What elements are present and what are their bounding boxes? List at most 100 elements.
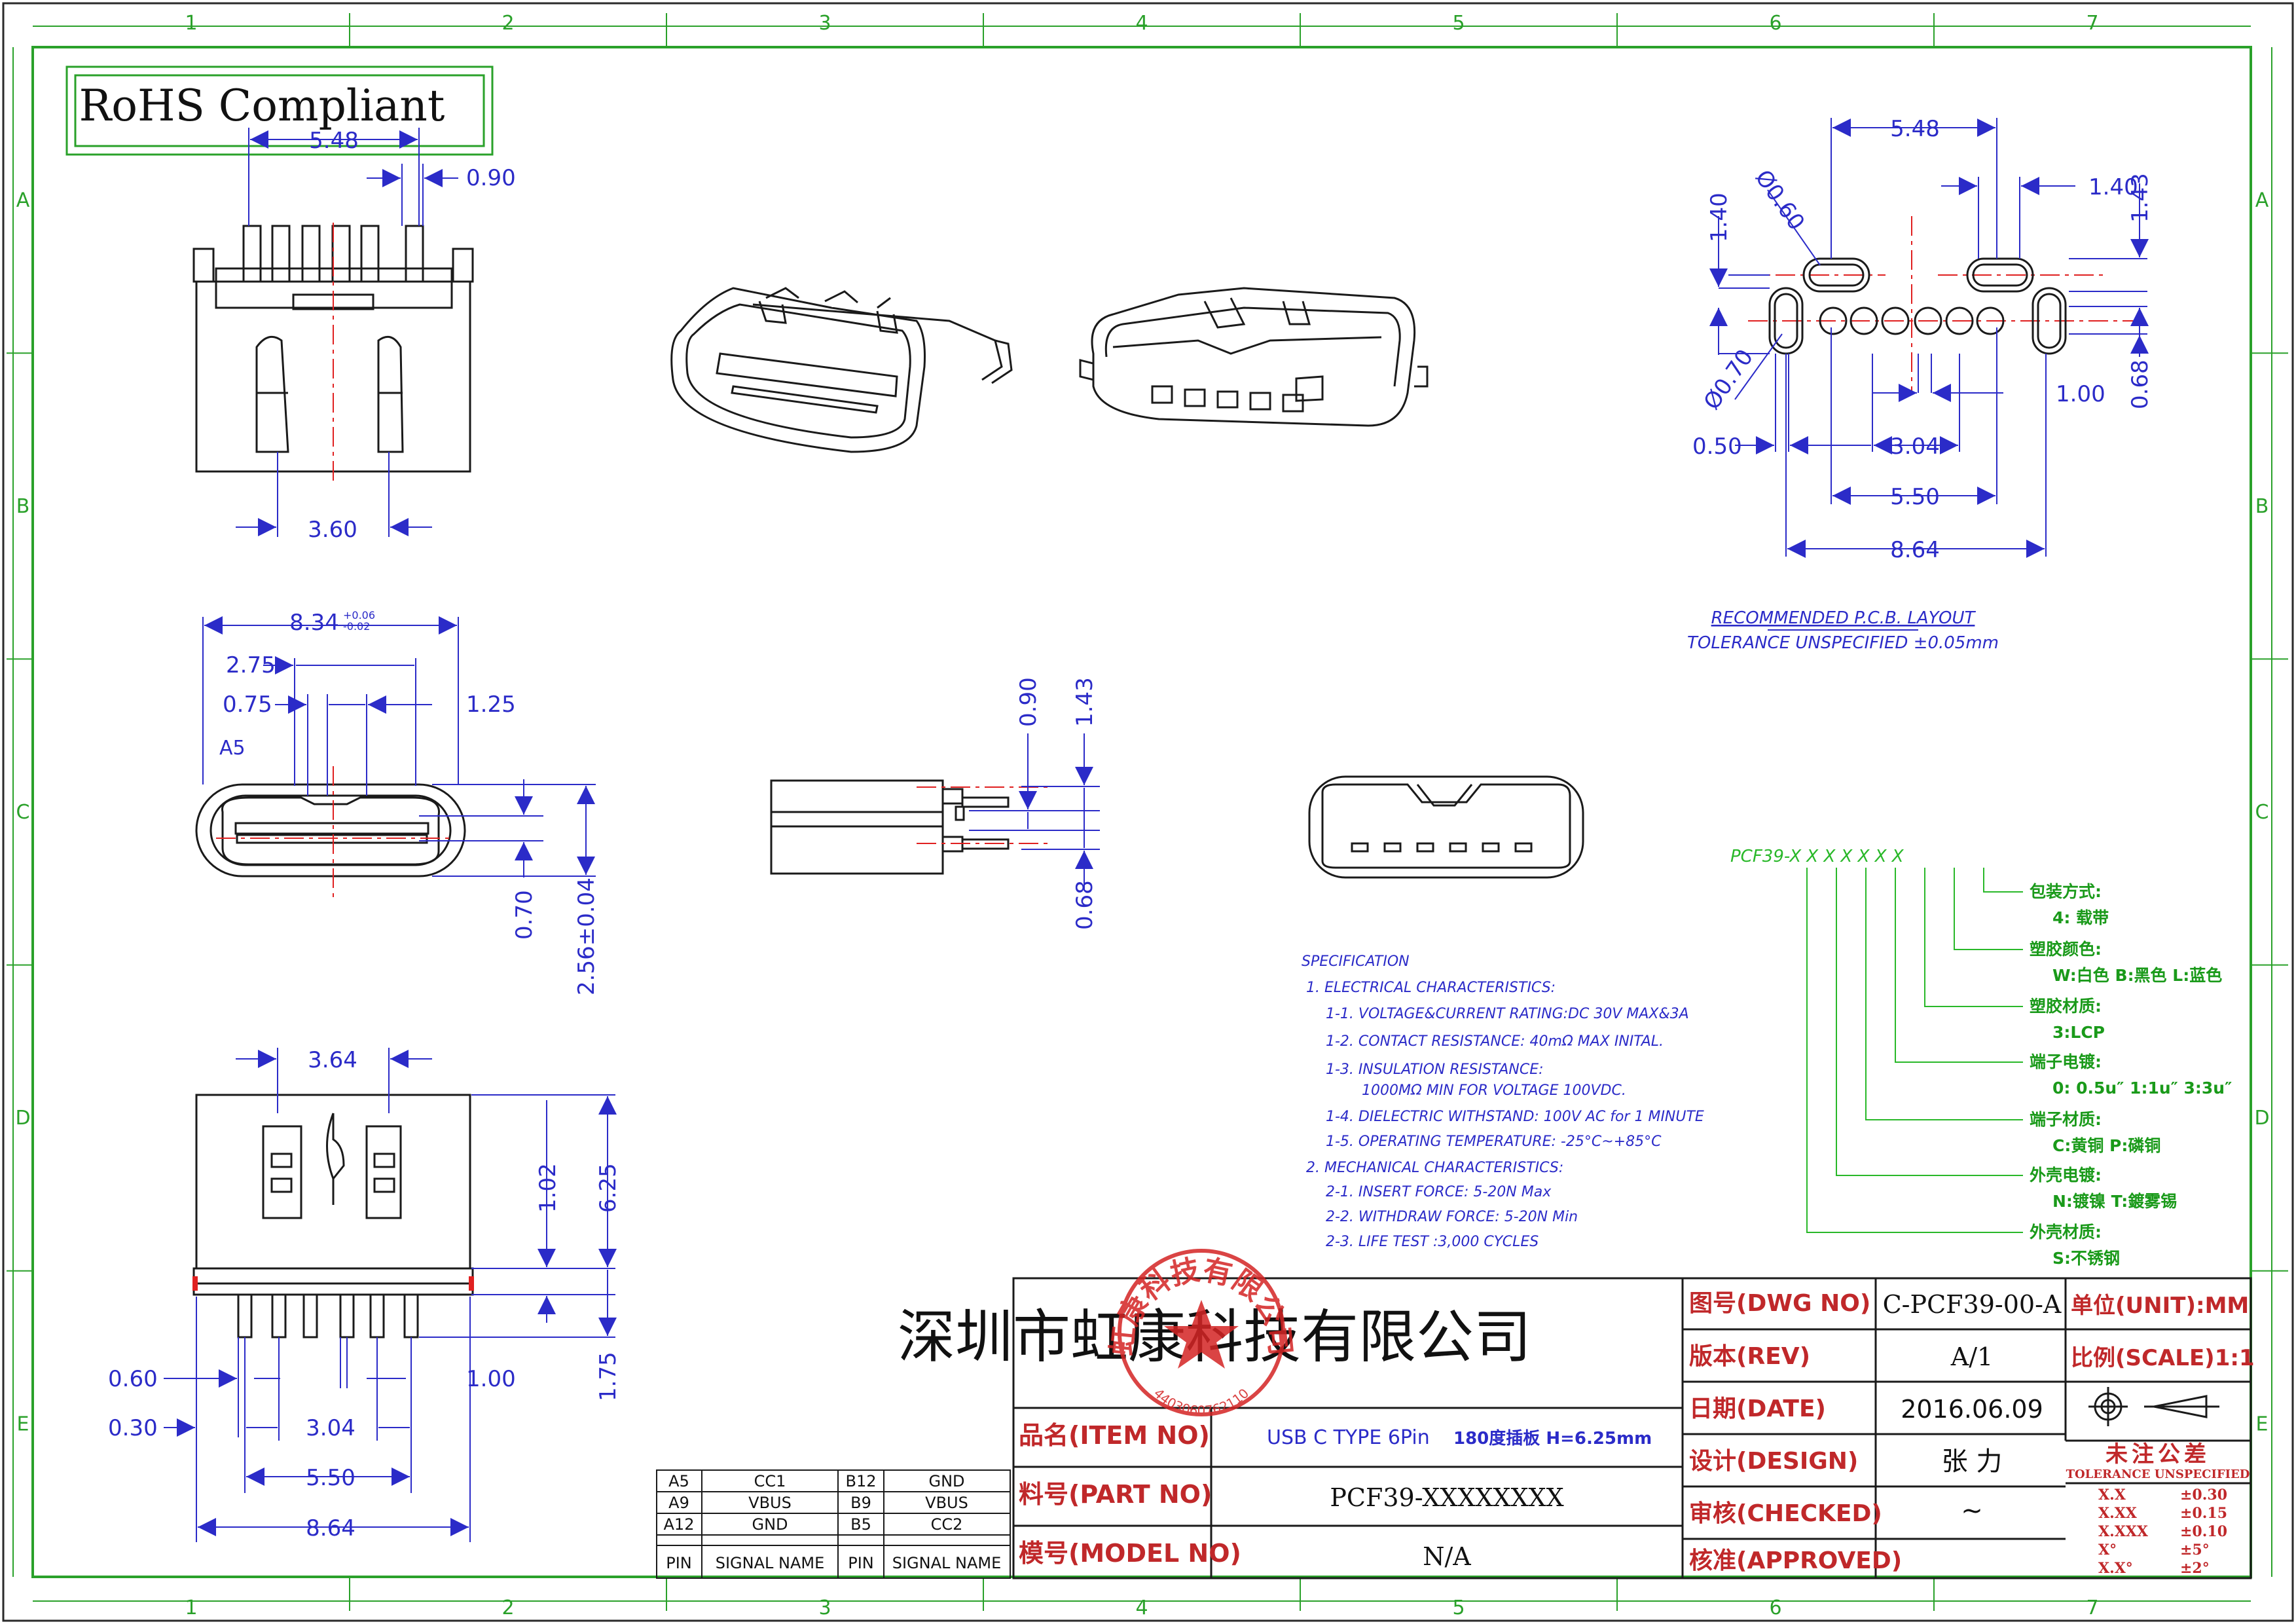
spec-line: 2. MECHANICAL CHARACTERISTICS: — [1306, 1160, 1563, 1176]
zone-col-label: 1 — [185, 12, 197, 35]
zone-row-label: D — [2254, 1107, 2269, 1130]
rev-label: 版本(REV) — [1689, 1343, 1810, 1370]
zone-col-label: 4 — [1135, 12, 1148, 35]
part-code: PCF39-X X X X X X X — [1730, 847, 1904, 866]
tolerance-value: ±0.15 — [2180, 1505, 2227, 1522]
bottom-dim-364: 3.64 — [308, 1047, 357, 1073]
zone-row-label: C — [2255, 801, 2269, 824]
item-no-value-a: USB C TYPE 6Pin — [1267, 1426, 1430, 1449]
front-dim-125: 1.25 — [466, 692, 516, 718]
code-item-label: 塑胶材质: — [2030, 997, 2102, 1016]
zone-row-label: E — [2256, 1412, 2269, 1435]
zone-row-label: C — [16, 801, 30, 824]
side-dim-090: 0.90 — [1015, 677, 1042, 727]
spec-line: 1000MΩ MIN FOR VOLTAGE 100VDC. — [1362, 1082, 1626, 1099]
tolerance-format: X.X — [2098, 1486, 2126, 1504]
rev-value: A/1 — [1950, 1342, 1993, 1371]
pcb-dim-140h: 1.40 — [2088, 174, 2138, 200]
side-dim-143: 1.43 — [1072, 677, 1098, 727]
pcb-dim-550: 5.50 — [1890, 484, 1940, 510]
part-code-breakdown: PCF39-X X X X X X X 包装方式:4: 载带塑胶颜色:W:白色 … — [1730, 847, 2232, 1268]
code-item-label: 外壳材质: — [2030, 1223, 2102, 1242]
unit-label: 单位(UNIT):MM — [2071, 1293, 2249, 1319]
zone-row-label: B — [16, 495, 30, 518]
front-label-a5: A5 — [219, 737, 246, 760]
top-dim-090: 0.90 — [466, 165, 516, 191]
model-no-value: N/A — [1423, 1542, 1471, 1571]
zone-row-label: A — [16, 189, 30, 212]
tolerance-subtitle: TOLERANCE UNSPECIFIED — [2066, 1467, 2250, 1481]
zone-col-label: 2 — [501, 12, 514, 35]
code-item-label: 塑胶颜色: — [2030, 940, 2102, 959]
front-dim-834-tol-plus: +0.06 — [343, 609, 375, 621]
spec-title: SPECIFICATION — [1302, 953, 1410, 970]
pcb-layout-tolerance: TOLERANCE UNSPECIFIED ±0.05mm — [1687, 633, 1999, 653]
bottom-dim-304: 3.04 — [306, 1415, 355, 1441]
design-label: 设计(DESIGN) — [1689, 1448, 1858, 1475]
pcb-layout: 5.48 1.40 1.40 1.43 Ø0.60 Ø0.70 0.50 3.0… — [1687, 116, 2153, 653]
scale-label: 比例(SCALE)1:1 — [2071, 1345, 2255, 1371]
pin-table-cell: CC2 — [931, 1515, 963, 1534]
zone-row-label: E — [17, 1412, 29, 1435]
code-item-value: 4: 载带 — [2052, 908, 2109, 927]
pin-table-cell: B5 — [850, 1515, 871, 1534]
pin-table-cell: GND — [928, 1472, 964, 1490]
spec-line: 1-1. VOLTAGE&CURRENT RATING:DC 30V MAX&3… — [1326, 1006, 1689, 1022]
part-no-value: PCF39-XXXXXXXX — [1330, 1483, 1563, 1512]
front-dim-275: 2.75 — [226, 652, 276, 678]
code-item-value: C:黄铜 P:磷铜 — [2052, 1136, 2160, 1155]
code-item-value: W:白色 B:黑色 L:蓝色 — [2052, 966, 2222, 985]
pcb-dim-304: 3.04 — [1890, 434, 1940, 460]
spec-line: 1-2. CONTACT RESISTANCE: 40mΩ MAX INITAL… — [1326, 1033, 1664, 1050]
iso-view-rear — [1079, 287, 1429, 427]
top-dim-360: 3.60 — [308, 517, 357, 543]
top-view: 5.48 0.90 3.60 — [192, 128, 516, 543]
dwg-no-value: C-PCF39-00-A — [1883, 1290, 2062, 1319]
bottom-dim-175: 1.75 — [595, 1352, 621, 1401]
spec-line: 1. ELECTRICAL CHARACTERISTICS: — [1306, 980, 1556, 996]
front-dim-256: 2.56±0.04 — [574, 877, 600, 995]
bottom-dim-030: 0.30 — [108, 1415, 158, 1441]
zone-col-label: 3 — [818, 12, 831, 35]
date-label: 日期(DATE) — [1689, 1395, 1826, 1422]
title-block: 深圳市虹康科技有限公司 品名(ITEM NO) USB C TYPE 6Pin … — [898, 1277, 2255, 1579]
rohs-label: RoHS Compliant — [79, 81, 445, 131]
checked-value: ~ — [1961, 1496, 1983, 1526]
bottom-dim-864: 8.64 — [306, 1515, 355, 1541]
rear-view — [1308, 775, 1584, 879]
bottom-dim-060: 0.60 — [108, 1366, 158, 1392]
pin-table-cell: B12 — [845, 1472, 876, 1490]
pcb-dim-864: 8.64 — [1890, 537, 1940, 563]
tolerance-format: X.XXX — [2098, 1523, 2149, 1540]
code-item-value: 0: 0.5u″ 1:1u″ 3:3u″ — [2052, 1079, 2232, 1098]
spec-line: 2-1. INSERT FORCE: 5-20N Max — [1326, 1184, 1552, 1200]
pin-table-cell: CC1 — [754, 1472, 786, 1490]
spec-line: 2-3. LIFE TEST :3,000 CYCLES — [1326, 1234, 1539, 1250]
bottom-dim-550: 5.50 — [306, 1465, 355, 1491]
bottom-dim-102: 1.02 — [535, 1163, 561, 1213]
pin-table-cell: A9 — [668, 1494, 689, 1512]
zone-col-label: 2 — [501, 1596, 514, 1619]
tolerance-value: ±0.10 — [2180, 1523, 2227, 1540]
model-no-label: 模号(MODEL NO) — [1019, 1539, 1241, 1568]
zone-col-label: 5 — [1452, 1596, 1465, 1619]
tolerance-format: X.XX — [2098, 1505, 2138, 1522]
zone-row-label: B — [2255, 495, 2269, 518]
pin-table-cell: GND — [752, 1515, 788, 1534]
date-value: 2016.06.09 — [1901, 1395, 2043, 1424]
code-item-value: S:不锈钢 — [2052, 1249, 2120, 1268]
item-no-label: 品名(ITEM NO) — [1019, 1421, 1210, 1450]
pcb-dim-548: 5.48 — [1890, 116, 1940, 142]
code-item-label: 外壳电镀: — [2030, 1166, 2102, 1185]
bottom-dim-625: 6.25 — [595, 1163, 621, 1213]
pin-table-cell: VBUS — [925, 1494, 968, 1512]
checked-label: 审核(CHECKED) — [1689, 1500, 1882, 1527]
tolerance-format: X.X° — [2098, 1560, 2133, 1577]
tolerance-title: 未注公差 — [2105, 1441, 2210, 1467]
front-dim-834-tol-minus: -0.02 — [343, 620, 370, 633]
zone-row-label: D — [15, 1107, 30, 1130]
side-view: 0.90 1.43 0.68 — [770, 677, 1100, 930]
dwg-no-label: 图号(DWG NO) — [1689, 1290, 1870, 1317]
